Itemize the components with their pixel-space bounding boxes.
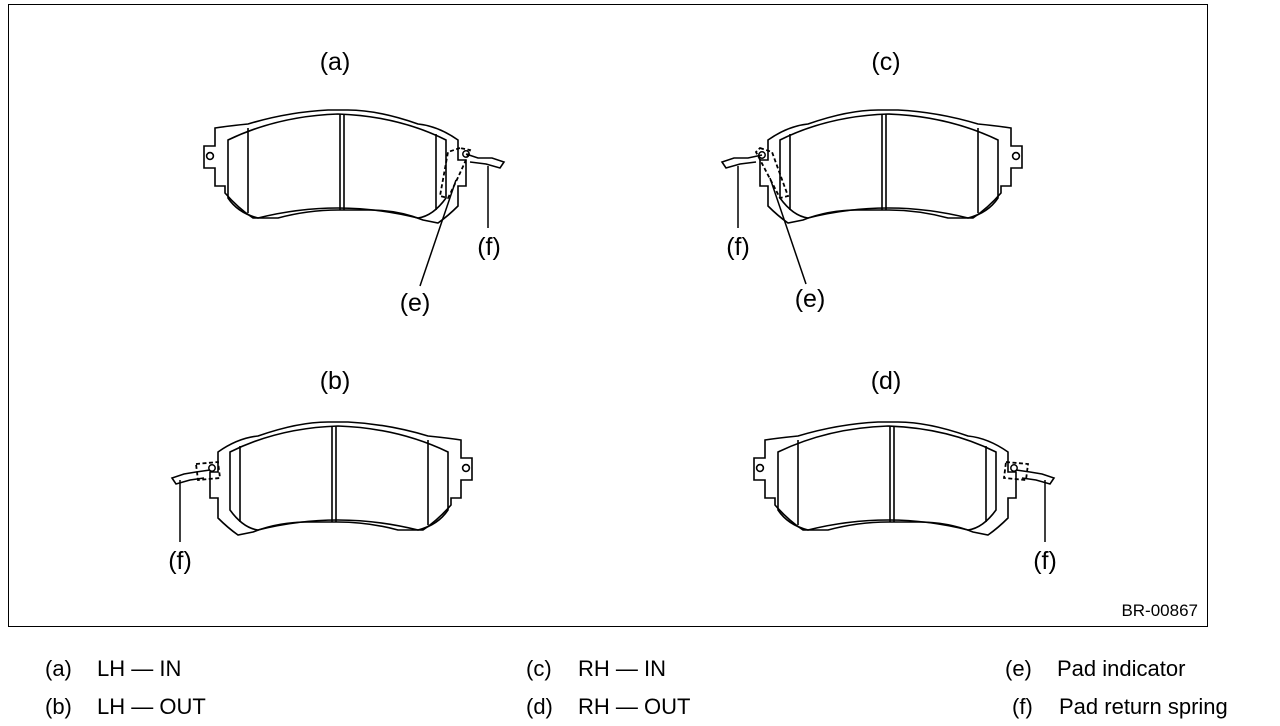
legend-text: LH — OUT <box>97 694 206 719</box>
pad-d <box>753 421 1056 542</box>
callout-f-a: (f) <box>477 233 501 261</box>
legend-key: (c) <box>526 656 552 681</box>
figure-frame <box>8 4 1208 627</box>
legend-item-b: (b) LH — OUT <box>45 694 206 720</box>
label-b: (b) <box>320 367 351 395</box>
return-spring-b <box>170 469 211 485</box>
pad-a <box>203 109 506 287</box>
legend-text: Pad return spring <box>1059 694 1228 719</box>
brake-pad-diagram: (a) (c) (b) (d) (f) (e) (f) (e) (f) (f) <box>168 48 1057 575</box>
pad-indicator-a <box>438 147 472 200</box>
legend-item-d: (d) RH — OUT <box>526 694 690 720</box>
legend-text: LH — IN <box>97 656 182 681</box>
figure-code: BR-00867 <box>1121 601 1198 620</box>
legend-key: (e) <box>1005 656 1032 681</box>
legend-text: Pad indicator <box>1057 656 1186 681</box>
legend-key: (f) <box>1012 694 1033 719</box>
return-spring-c <box>720 154 763 169</box>
legend-key: (d) <box>526 694 553 719</box>
label-c: (c) <box>871 48 900 76</box>
legend-item-c: (c) RH — IN <box>526 656 666 682</box>
pad-b <box>170 421 473 542</box>
legend-item-e: (e) Pad indicator <box>1005 656 1185 682</box>
legend-item-a: (a) LH — IN <box>45 656 181 682</box>
return-spring-a <box>465 153 506 169</box>
pad-indicator-b <box>194 461 222 481</box>
callout-f-d: (f) <box>1033 547 1057 575</box>
label-d: (d) <box>871 367 902 395</box>
pad-indicator-d <box>1002 461 1030 481</box>
pad-c <box>720 109 1023 285</box>
legend-text: RH — OUT <box>578 694 691 719</box>
legend: (a) LH — IN (b) LH — OUT (c) RH — IN (d)… <box>0 648 1280 726</box>
callout-f-b: (f) <box>168 547 192 575</box>
legend-key: (b) <box>45 694 72 719</box>
label-a: (a) <box>320 48 351 76</box>
legend-text: RH — IN <box>578 656 666 681</box>
callout-f-c: (f) <box>726 233 750 261</box>
callout-e-a: (e) <box>400 289 431 317</box>
callout-e-c: (e) <box>795 285 826 313</box>
return-spring-d <box>1015 469 1056 485</box>
legend-item-f: (f) Pad return spring <box>1012 694 1228 720</box>
legend-key: (a) <box>45 656 72 681</box>
